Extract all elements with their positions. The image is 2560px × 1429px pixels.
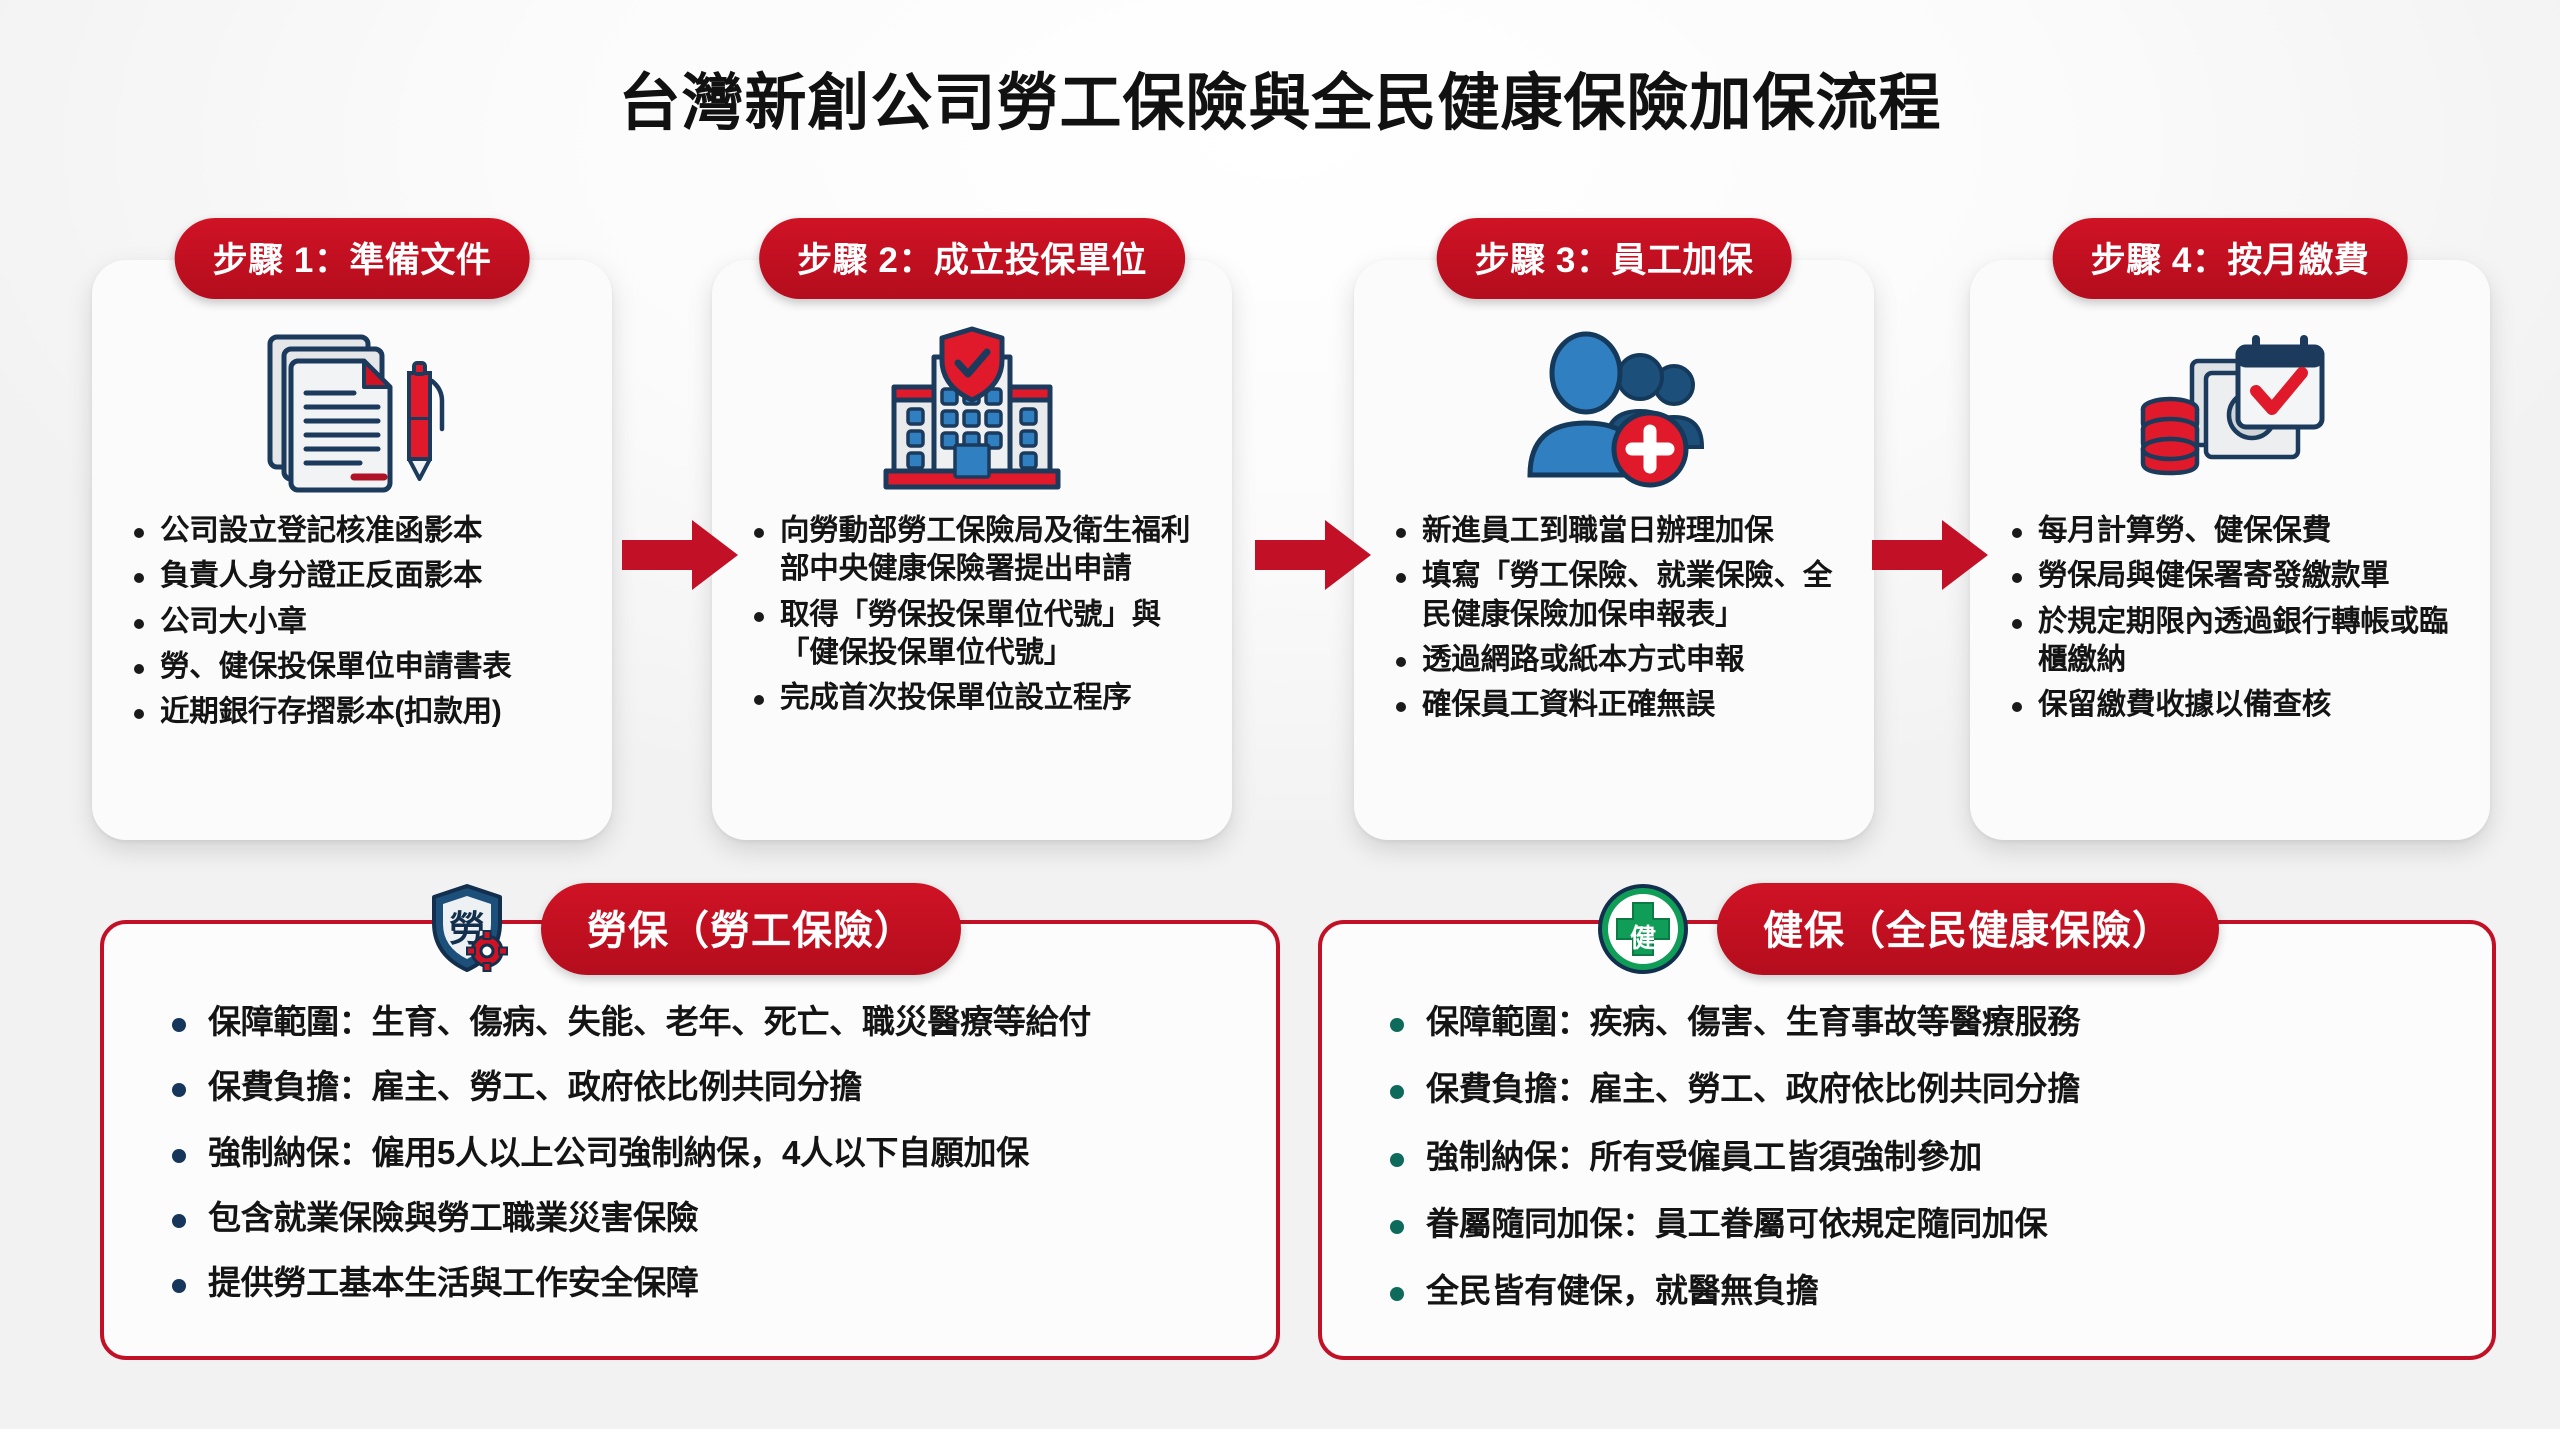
step-card-4: 步驟 4：按月繳費 <box>1970 218 2490 840</box>
panel-badge-health: 健 健保（全民健康保險） <box>1595 881 2219 977</box>
list-item: 勞保局與健保署寄發繳款單 <box>2004 557 2468 595</box>
list-item: 公司設立登記核准函影本 <box>126 512 590 550</box>
step-list-1: 公司設立登記核准函影本 負責人身分證正反面影本 公司大小章 勞、健保投保單位申請… <box>126 512 590 739</box>
svg-text:健: 健 <box>1630 923 1656 953</box>
list-item: 保留繳費收據以備查核 <box>2004 686 2468 724</box>
list-item: 每月計算勞、健保保費 <box>2004 512 2468 550</box>
list-item: 公司大小章 <box>126 603 590 641</box>
step-badge-1: 步驟 1：準備文件 <box>174 218 530 299</box>
panel-labor-insurance: 勞 勞保（勞工保險） 保障範圍：生育、傷病、失能、老年、 <box>100 883 1280 1360</box>
steps-row: 步驟 1：準備文件 <box>92 218 2490 848</box>
employees-add-icon <box>1509 322 1719 497</box>
step-card-2: 步驟 2：成立投保單位 <box>712 218 1232 840</box>
list-item: 於規定期限內透過銀行轉帳或臨櫃繳納 <box>2004 603 2468 680</box>
panel-list-labor: 保障範圍：生育、傷病、失能、老年、死亡、職災醫療等給付 保費負擔：雇主、勞工、政… <box>164 1002 1236 1328</box>
list-item: 新進員工到職當日辦理加保 <box>1388 512 1852 550</box>
documents-pen-icon <box>247 322 457 497</box>
step-badge-4: 步驟 4：按月繳費 <box>2052 218 2408 299</box>
list-item: 眷屬隨同加保：員工眷屬可依規定隨同加保 <box>1382 1204 2452 1244</box>
list-item: 包含就業保險與勞工職業災害保險 <box>164 1198 1236 1238</box>
list-item: 保障範圍：生育、傷病、失能、老年、死亡、職災醫療等給付 <box>164 1002 1236 1042</box>
step-badge-3: 步驟 3：員工加保 <box>1436 218 1792 299</box>
list-item: 完成首次投保單位設立程序 <box>746 679 1210 717</box>
step-list-3: 新進員工到職當日辦理加保 填寫「勞工保險、就業保險、全民健康保險加保申報表」 透… <box>1388 512 1852 732</box>
step-card-3: 步驟 3：員工加保 <box>1354 218 1874 840</box>
step-list-4: 每月計算勞、健保保費 勞保局與健保署寄發繳款單 於規定期限內透過銀行轉帳或臨櫃繳… <box>2004 512 2468 732</box>
arrow-right-icon-1 <box>622 518 740 592</box>
government-building-shield-icon <box>867 322 1077 497</box>
list-item: 保障範圍：疾病、傷害、生育事故等醫療服務 <box>1382 1002 2452 1042</box>
panel-title-health: 健保（全民健康保險） <box>1717 883 2219 975</box>
health-cross-circle-icon: 健 <box>1595 881 1691 977</box>
list-item: 取得「勞保投保單位代號」與「健保投保單位代號」 <box>746 596 1210 673</box>
arrow-right-icon-3 <box>1872 518 1990 592</box>
arrow-right-icon-2 <box>1255 518 1373 592</box>
list-item: 負責人身分證正反面影本 <box>126 557 590 595</box>
list-item: 強制納保：僱用5人以上公司強制納保，4人以下自願加保 <box>164 1133 1236 1173</box>
coins-calendar-icon <box>2125 322 2335 497</box>
list-item: 確保員工資料正確無誤 <box>1388 686 1852 724</box>
labor-shield-gear-icon: 勞 <box>419 881 515 977</box>
panel-title-labor: 勞保（勞工保險） <box>541 883 961 975</box>
list-item: 保費負擔：雇主、勞工、政府依比例共同分擔 <box>164 1067 1236 1107</box>
panel-list-health: 保障範圍：疾病、傷害、生育事故等醫療服務 保費負擔：雇主、勞工、政府依比例共同分… <box>1382 1002 2452 1338</box>
list-item: 保費負擔：雇主、勞工、政府依比例共同分擔 <box>1382 1069 2452 1109</box>
list-item: 強制納保：所有受僱員工皆須強制參加 <box>1382 1137 2452 1177</box>
list-item: 勞、健保投保單位申請書表 <box>126 648 590 686</box>
list-item: 填寫「勞工保險、就業保險、全民健康保險加保申報表」 <box>1388 557 1852 634</box>
step-list-2: 向勞動部勞工保險局及衛生福利部中央健康保險署提出申請 取得「勞保投保單位代號」與… <box>746 512 1210 725</box>
list-item: 近期銀行存摺影本(扣款用) <box>126 693 590 731</box>
panel-health-insurance: 健 健保（全民健康保險） 保障範圍：疾病、傷害、生育事故等醫療服務 保費負擔：雇… <box>1318 883 2496 1360</box>
step-card-1: 步驟 1：準備文件 <box>92 218 612 840</box>
list-item: 透過網路或紙本方式申報 <box>1388 641 1852 679</box>
page-title: 台灣新創公司勞工保險與全民健康保險加保流程 <box>618 69 1942 138</box>
list-item: 提供勞工基本生活與工作安全保障 <box>164 1263 1236 1303</box>
panel-badge-labor: 勞 勞保（勞工保險） <box>419 881 961 977</box>
list-item: 向勞動部勞工保險局及衛生福利部中央健康保險署提出申請 <box>746 512 1210 589</box>
step-badge-2: 步驟 2：成立投保單位 <box>759 218 1185 299</box>
list-item: 全民皆有健保，就醫無負擔 <box>1382 1271 2452 1311</box>
